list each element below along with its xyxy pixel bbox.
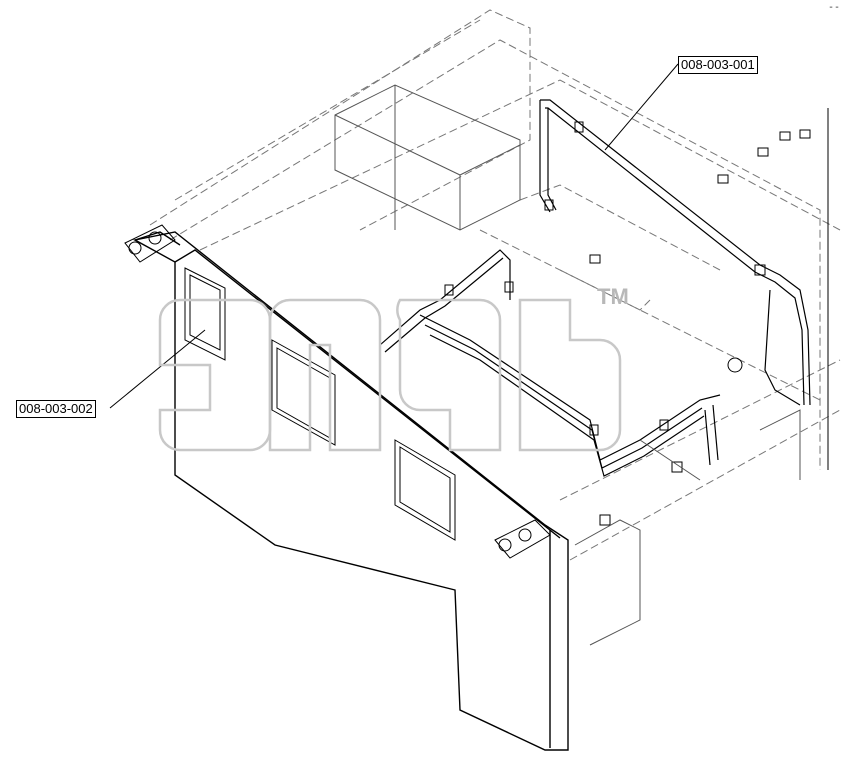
callout-label-left: 008-003-002	[16, 400, 96, 418]
leader-lines	[109, 63, 679, 409]
callout-label-top: 008-003-001	[678, 56, 758, 74]
front-panel	[132, 231, 569, 751]
panel-window-left	[184, 267, 226, 361]
hinge-left	[124, 224, 176, 263]
lower-right-structure	[574, 409, 801, 646]
rear-frame	[149, 9, 841, 561]
pipe-clamps	[444, 121, 766, 436]
corner-mark: --	[828, 2, 841, 13]
trademark-mark: TM	[597, 284, 629, 309]
panel-window-right	[394, 439, 456, 541]
watermark-logo	[158, 298, 622, 452]
rear-block	[334, 84, 521, 231]
mount-blocks	[589, 129, 811, 526]
panel-window-middle	[271, 339, 336, 446]
hinge-right	[494, 519, 551, 559]
